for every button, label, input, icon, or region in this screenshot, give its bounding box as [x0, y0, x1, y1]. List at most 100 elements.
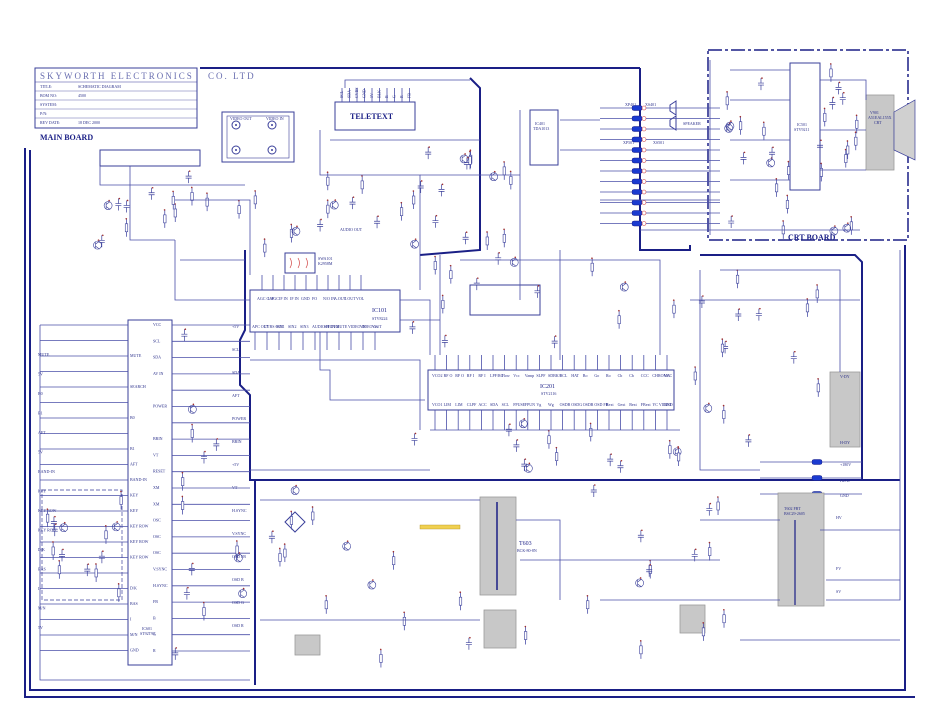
resistor [855, 119, 859, 129]
wires [39, 60, 901, 681]
capacitor [213, 438, 220, 451]
capacitor [409, 321, 416, 334]
capacitor [722, 341, 729, 354]
junction-dot [794, 350, 796, 353]
junction-dot [854, 131, 857, 134]
capacitor [505, 424, 512, 437]
junction-dot [649, 563, 652, 566]
capacitor [374, 216, 381, 229]
rev-date-label: REV DATE: [40, 120, 60, 125]
wire [720, 269, 841, 372]
ic201-pin-label: GND [664, 402, 673, 407]
connector-pin [631, 199, 643, 206]
capacitor [637, 530, 644, 543]
capacitor [706, 503, 713, 516]
junction-dot [593, 484, 596, 486]
net-label: D/K [38, 547, 45, 552]
capacitor [98, 235, 105, 248]
resistor [57, 565, 61, 575]
connector-socket [641, 210, 647, 216]
teletext-label: TELETEXT [350, 112, 394, 121]
ic601-pin-label: H.SYNC [153, 583, 168, 588]
tuner-module [99, 149, 201, 167]
ic601-pin-label: KEY ROW [130, 539, 149, 544]
resistor [181, 477, 185, 486]
net-label: +5V [232, 324, 239, 329]
capacitor [98, 551, 105, 564]
ic101-pin-label: AUDIO FILTER [312, 324, 339, 329]
wire [516, 519, 561, 600]
junction-dot [108, 199, 110, 202]
junction-dot [555, 446, 558, 449]
resistor [237, 205, 241, 214]
junction-dot [509, 423, 511, 425]
junction-dot [722, 404, 725, 407]
capacitor [735, 309, 742, 322]
junction-dot [459, 591, 462, 594]
ic201-pin-label: OSD FB [594, 402, 608, 407]
net-label: SCL [232, 347, 240, 352]
resistor [854, 136, 858, 146]
ic101-pin-label: VIDEO OUT [360, 324, 382, 329]
ic501-name: IC501 [797, 122, 807, 127]
ic201-part: STV2116 [541, 391, 556, 396]
resistor [392, 556, 396, 566]
ic601-pin-label: POWER [153, 404, 167, 409]
ic201-pin-label: VCC [664, 373, 673, 378]
ic501-part: STV9211 [794, 127, 809, 132]
ic101-pin-label: IF IN [290, 296, 299, 301]
junction-dot [263, 238, 266, 240]
capacitor [438, 184, 445, 197]
resistor [722, 410, 726, 419]
resistor [412, 195, 416, 205]
ic201-pin-label: Bext [629, 402, 637, 407]
ic601: IC601 ST92T93 MUTESEARCHB0B1AFTBAND-INKE… [40, 319, 250, 666]
capacitor [495, 252, 502, 265]
resistor [171, 196, 175, 205]
ic201-pin-label: RF O [444, 373, 453, 378]
wire [175, 199, 251, 275]
capacitor [200, 451, 207, 464]
ic101-pin-label: VIDEO IN [348, 324, 366, 329]
wire [39, 325, 250, 681]
t603-name: T603 [519, 541, 532, 547]
ic101-pin-label: SIN1 [276, 324, 284, 329]
capacitor [425, 147, 432, 160]
capacitor [183, 587, 190, 600]
junction-dot [449, 264, 452, 267]
junction-dot [118, 197, 121, 200]
resistor [639, 645, 643, 655]
capacitor [172, 647, 179, 660]
teletext-pin-label: FB [407, 93, 412, 98]
junction-dot [191, 423, 193, 426]
transistor [103, 201, 113, 210]
resistor [326, 204, 330, 214]
label-hv: HV [836, 515, 842, 520]
company-name: SKYWORTH ELECTRONICS [40, 71, 194, 81]
label-gnd: GND [840, 493, 849, 498]
junction-dot [278, 547, 281, 550]
ic201-name: IC201 [540, 384, 555, 390]
resistor [117, 588, 121, 598]
junction-dot [694, 366, 696, 368]
resistor [324, 600, 328, 610]
driver-transformer [679, 604, 706, 634]
capacitor [790, 351, 797, 364]
ic201-pin-label: Cb [618, 373, 623, 378]
junction-dot [192, 403, 195, 406]
ic201-pin-label: LIM [444, 402, 452, 407]
junction-dot [709, 502, 712, 505]
wire [99, 166, 245, 186]
junction-dot [163, 209, 166, 211]
ic201-pin-label: HAT [571, 373, 579, 378]
net-label: MUTE [38, 352, 50, 357]
junction-dot [192, 562, 194, 565]
junction-dot [820, 139, 822, 142]
net-label: 5V [38, 372, 43, 377]
junction-dot [414, 238, 417, 240]
saw-part: K2958M [318, 261, 333, 266]
ic101-pin-label: I.OUT [345, 296, 356, 301]
junction-dot [403, 611, 405, 614]
net-label: 5V [38, 450, 43, 455]
